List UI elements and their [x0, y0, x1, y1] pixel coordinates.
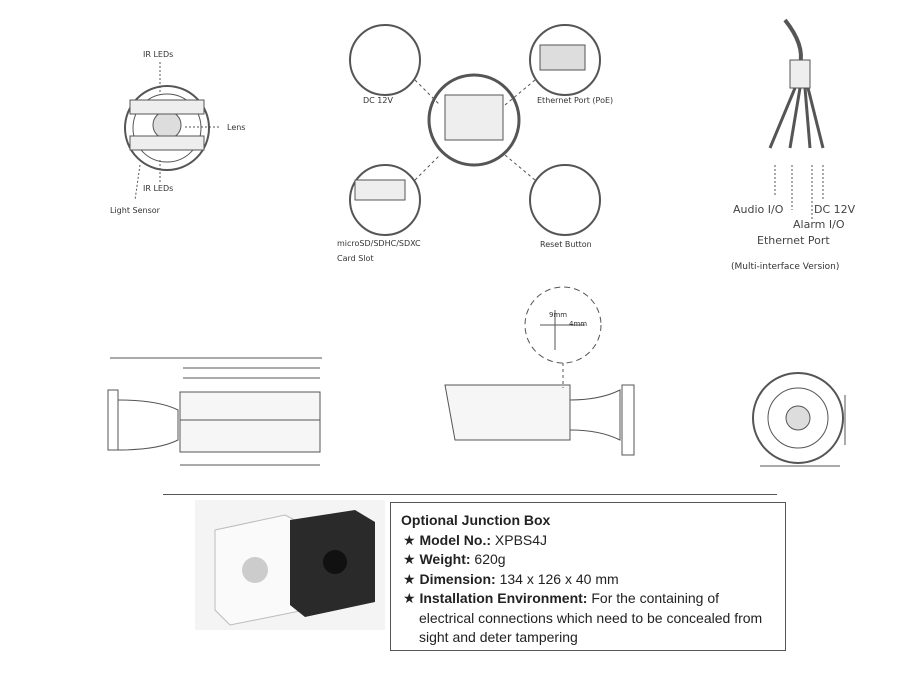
- spec-value: For the containing of electrical connect…: [419, 590, 763, 645]
- spec-model: ★ Model No.: XPBS4J: [401, 531, 775, 551]
- spec-label: Dimension:: [419, 570, 496, 587]
- spec-label: Weight:: [419, 551, 471, 567]
- ir-leds-bottom-label: IR LEDs: [143, 184, 174, 193]
- version-label: (Multi-interface Version): [731, 262, 840, 272]
- light-sensor-label: Light Sensor: [110, 206, 160, 215]
- ethernet-port-label: Ethernet Port: [757, 234, 830, 247]
- spec-title: Optional Junction Box: [401, 512, 551, 528]
- star-icon: ★: [403, 551, 416, 567]
- spec-weight: ★ Weight: 620g: [401, 550, 775, 570]
- ethernet-poe-label: Ethernet Port (PoE): [537, 96, 614, 105]
- star-icon: ★: [403, 590, 416, 606]
- front-view-drawing: [124, 62, 220, 201]
- divider: [163, 494, 777, 495]
- spec-value: 620g: [474, 551, 506, 567]
- audio-io-label: Audio I/O: [733, 203, 784, 216]
- cable-drawing: [768, 18, 825, 220]
- spec-dimension: ★ Dimension: 134 x 126 x 40 mm: [401, 570, 775, 590]
- sd-slot-label-2: Card Slot: [337, 254, 374, 263]
- side-view-2-drawing: [444, 286, 635, 456]
- spec-environment: ★ Installation Environment: For the cont…: [401, 589, 775, 648]
- side-view-drawing: [107, 357, 322, 466]
- spec-label: Model No.:: [419, 531, 491, 548]
- spec-label: Installation Environment:: [419, 590, 588, 606]
- junction-box-image: [195, 500, 385, 630]
- interior-drawing: [349, 24, 601, 236]
- sd-slot-label: microSD/SDHC/SDXC: [337, 239, 421, 248]
- spec-value: XPBS4J: [494, 531, 548, 548]
- ir-leds-top-label: IR LEDs: [143, 50, 174, 59]
- junction-box-spec: Optional Junction Box ★ Model No.: XPBS4…: [390, 502, 786, 651]
- bottom-view-drawing: [752, 372, 846, 467]
- star-icon: ★: [403, 531, 416, 548]
- alarm-io-label: Alarm I/O: [793, 218, 845, 231]
- cable-dc-label: DC 12V: [814, 203, 856, 216]
- lens-label: Lens: [227, 123, 246, 132]
- dc-label: DC 12V: [363, 96, 393, 105]
- dim-4mm: 4mm: [569, 320, 588, 328]
- spec-value: 134 x 126 x 40 mm: [499, 570, 619, 587]
- star-icon: ★: [403, 570, 416, 587]
- reset-button-label: Reset Button: [540, 240, 592, 249]
- dim-9mm: 9mm: [549, 311, 568, 319]
